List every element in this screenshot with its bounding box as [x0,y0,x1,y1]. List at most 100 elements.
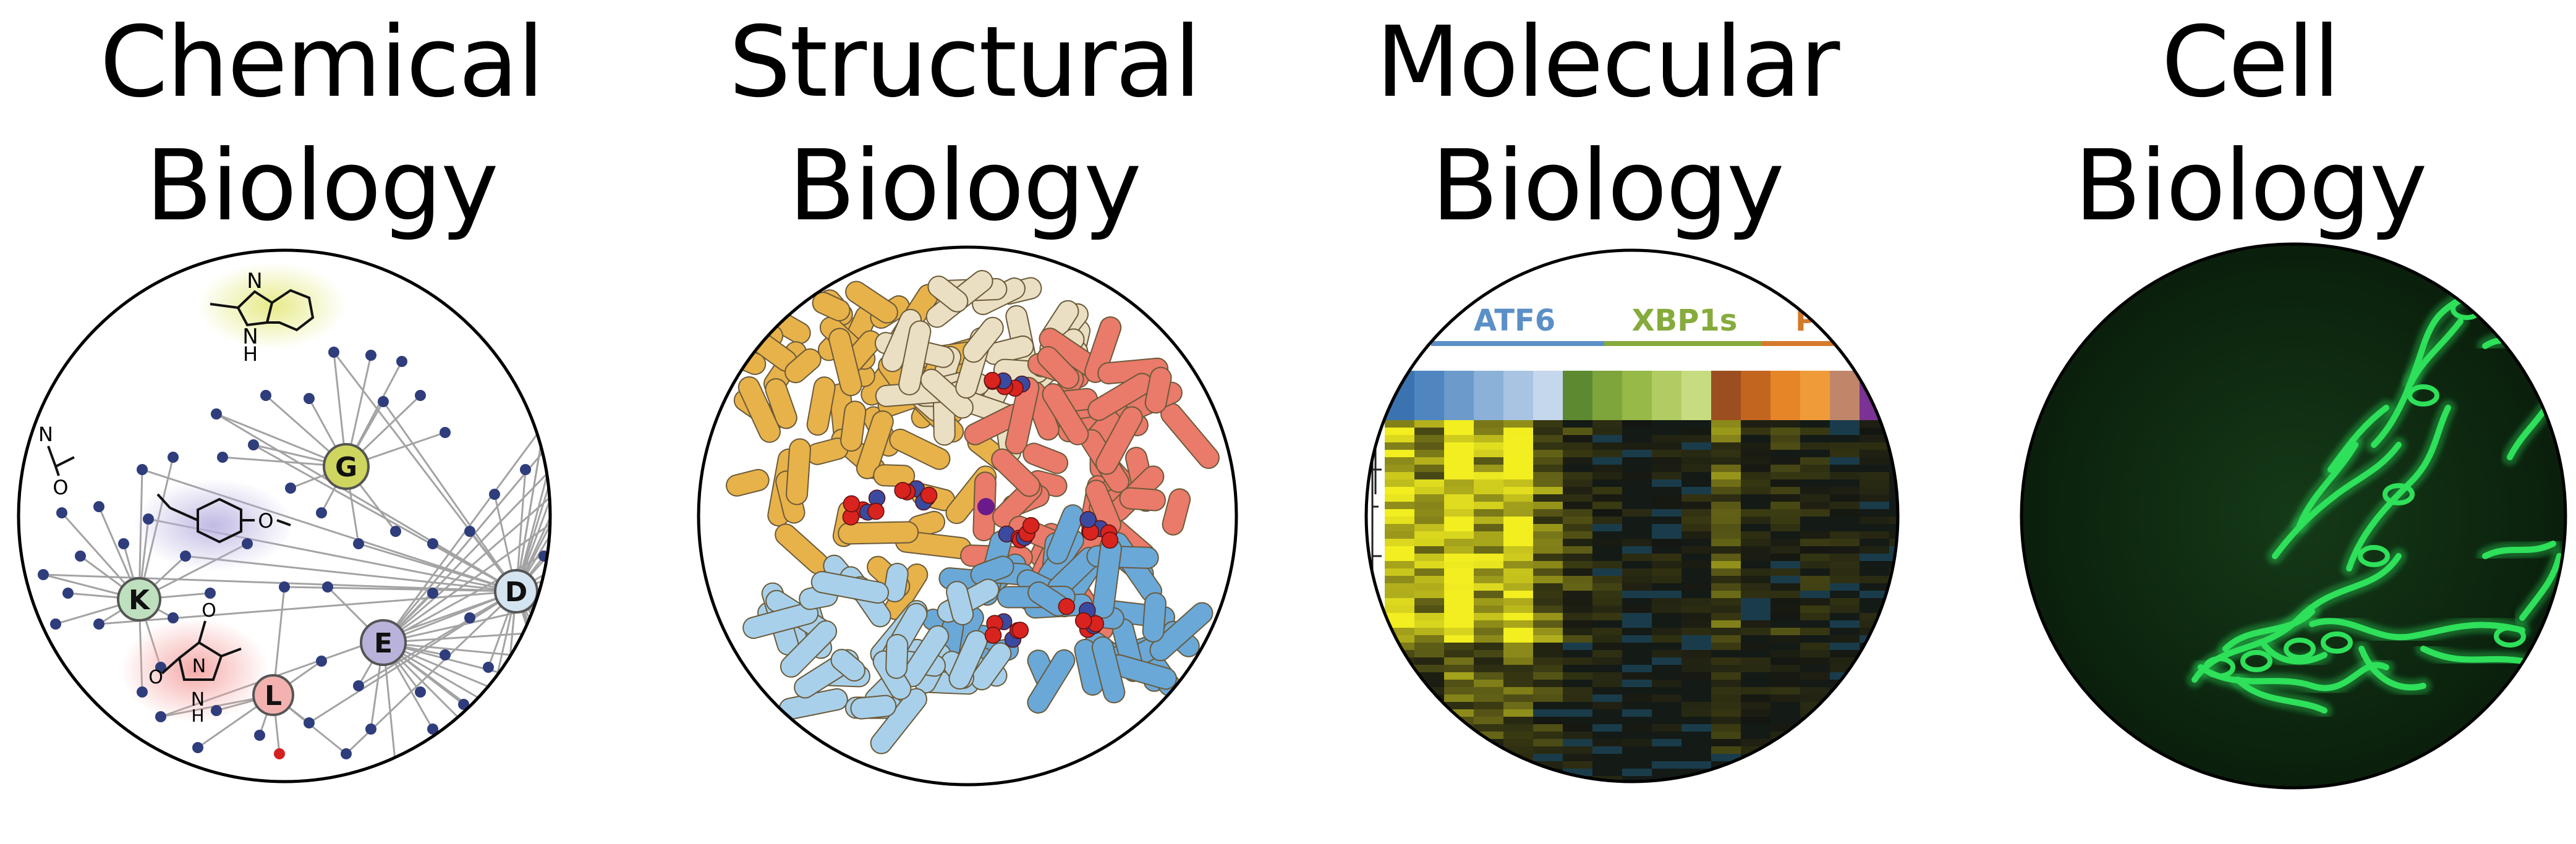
heatmap-cell [1622,635,1652,643]
heatmap-cell [1385,576,1414,584]
heatmap-cell [1681,546,1711,554]
heatmap-cell [1503,687,1533,695]
heatmap-cell [1770,591,1800,599]
ligand-atom [1022,517,1040,534]
network-node [38,569,49,580]
network-node [501,686,512,698]
heatmap-cell [1592,791,1622,799]
heatmap-cell [1474,628,1503,636]
heatmap-cell [1622,613,1652,621]
network-hub-label-d: D [505,576,528,608]
heatmap-cell [1563,680,1592,688]
heatmap-cell [1474,598,1503,606]
heatmap-cell [1741,628,1770,636]
network-node [75,551,86,562]
heatmap-cell [1533,524,1563,532]
protein-helix [784,348,822,384]
heatmap-cell [1681,687,1711,695]
network-node [322,581,333,593]
heatmap-cell [1444,798,1474,806]
protein-helix [1037,346,1080,389]
heatmap-cell [1474,613,1503,621]
heatmap-cell [1414,754,1444,762]
heatmap-cell [1474,509,1503,517]
cell-circle-outline [2020,242,2567,790]
heatmap-cell [1770,635,1800,643]
protein-helix [873,464,916,487]
heatmap-cell [1444,791,1474,799]
heatmap-cell [1622,798,1652,806]
column-color-2 [1444,371,1474,420]
heatmap-cell [1800,798,1830,806]
heatmap-cell [1681,635,1711,643]
heatmap-cell [1800,465,1830,473]
heatmap-cell [1741,783,1770,791]
heatmap-cell [1592,739,1622,747]
heatmap-cell [1830,791,1860,799]
heatmap-cell [1474,465,1503,473]
heatmap-cell [1889,657,1898,665]
column-color-0 [1385,371,1414,420]
heatmap-cell [1741,420,1770,428]
column-color-1 [1414,371,1444,420]
heatmap-cell [1711,687,1741,695]
heatmap-cell [1652,487,1681,495]
heatmap-cell [1711,724,1741,732]
heatmap-column-color-bar [1385,371,1898,420]
heatmap-cell [1533,606,1563,614]
heatmap-cell [1503,509,1533,517]
hydantoin-structure [161,620,242,681]
heatmap-cell [1592,450,1622,458]
heatmap-cell [1800,428,1830,436]
heatmap-cell [1592,806,1622,814]
heatmap-cell [1563,620,1592,628]
heatmap-cell [1385,561,1414,569]
heatmap-cell [1563,709,1592,717]
heatmap-cell [1414,554,1444,562]
heatmap-cell [1770,457,1800,465]
ligand-atom [1101,531,1119,549]
heatmap-cell [1444,761,1474,769]
heatmap-cell [1563,606,1592,614]
heatmap-cell [1533,487,1563,495]
panel-title-line1: Chemical [100,6,544,119]
network-edge [515,370,550,592]
heatmap-cell [1652,606,1681,614]
heatmap-cell [1563,479,1592,487]
heatmap-cell [1563,435,1592,443]
heatmap-cell [1652,435,1681,443]
heatmap-cell [1889,635,1898,643]
heatmap-cell [1503,568,1533,576]
heatmap-cell [1533,754,1563,762]
heatmap-cell [1860,613,1889,621]
heatmap-cell [1622,709,1652,717]
network-node [279,581,290,593]
heatmap-cell [1592,798,1622,806]
heatmap-cell [1592,442,1622,450]
heatmap-cell [1652,813,1681,821]
heatmap-cell [1474,798,1503,806]
ligand-atom [920,486,938,504]
panel-cell-biology: Cell Biology [1929,0,2572,844]
heatmap-cell [1681,724,1711,732]
heatmap-cell [1770,479,1800,487]
heatmap-cell [1563,717,1592,725]
heatmap-cell [1414,650,1444,658]
heatmap-cell [1414,546,1444,554]
heatmap-cell [1503,487,1533,495]
mitochondria-strand [2420,646,2525,664]
heatmap-cell [1385,442,1414,450]
protein-helix [1027,649,1076,714]
expression-heatmap: ATF6 XBP1s PERK [1364,248,1900,829]
heatmap-cell [1385,821,1414,829]
protein-helix [812,292,851,322]
heatmap-cell [1385,620,1414,628]
heatmap-cell [1652,568,1681,576]
heatmap-cell [1592,465,1622,473]
heatmap-cell [1800,761,1830,769]
heatmap-cell [1533,680,1563,688]
heatmap-cell [1474,539,1503,547]
heatmap-cell [1503,732,1533,740]
protein-helix [885,634,909,679]
heatmap-cell [1681,509,1711,517]
